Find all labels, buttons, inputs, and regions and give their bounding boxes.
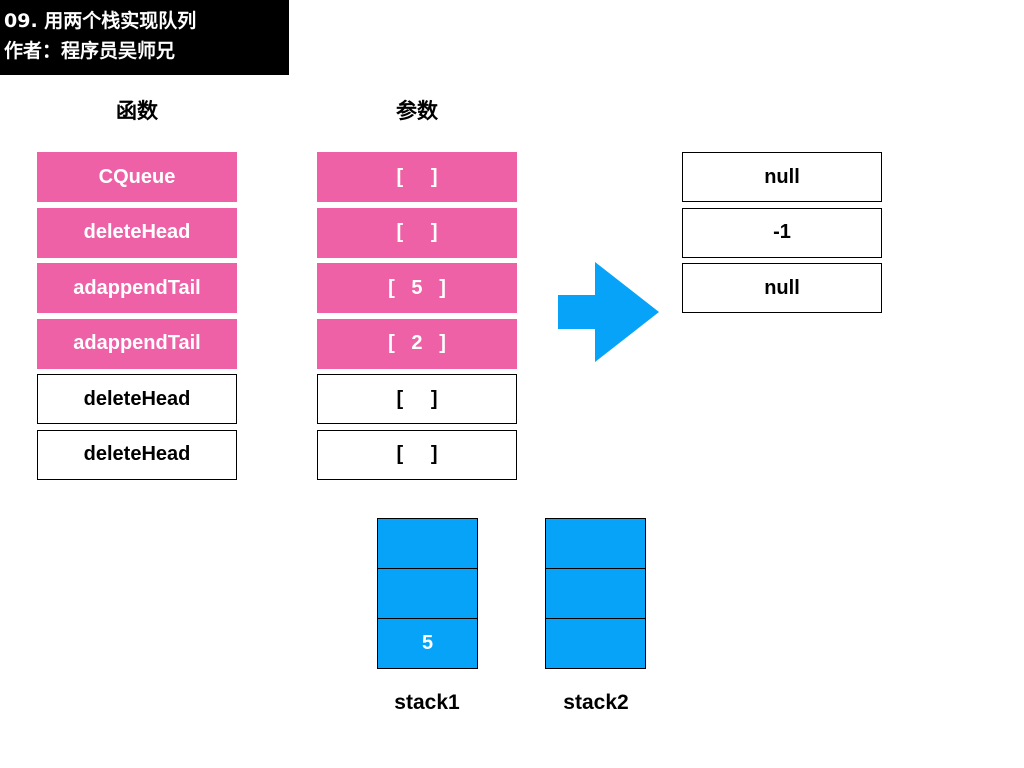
function-cell: deleteHead <box>37 374 237 424</box>
functions-column: CQueue deleteHead adappendTail adappendT… <box>37 152 237 480</box>
param-cell: [ ] <box>317 207 517 258</box>
author-line: 作者：程序员吴师兄 <box>4 40 176 62</box>
arrow-right-icon <box>558 262 659 362</box>
result-cell: -1 <box>682 207 882 258</box>
diagram-title: 09. 用两个栈实现队列 <box>4 10 197 32</box>
function-cell: deleteHead <box>37 207 237 258</box>
params-column: [ ] [ ] [ 5 ] [ 2 ] [ ] [ ] <box>317 152 517 480</box>
stack1-label: stack1 <box>394 691 460 714</box>
param-cell: [ 5 ] <box>317 263 517 313</box>
param-cell: [ ] <box>317 152 517 202</box>
stack-slot <box>377 518 478 569</box>
stack-slot <box>545 518 646 569</box>
param-cell: [ ] <box>317 374 517 424</box>
function-cell: adappendTail <box>37 263 237 313</box>
param-cell: [ ] <box>317 429 517 480</box>
results-column: null -1 null <box>682 152 882 313</box>
stack2-diagram <box>545 518 646 669</box>
stack-slot <box>545 568 646 619</box>
stack-slot <box>377 568 478 619</box>
function-cell: adappendTail <box>37 318 237 369</box>
function-cell: CQueue <box>37 152 237 202</box>
stack2-label: stack2 <box>563 691 629 714</box>
stack-slot: 5 <box>377 618 478 669</box>
stack1-diagram: 5 <box>377 518 478 669</box>
params-heading: 参数 <box>396 99 438 123</box>
stack-slot <box>545 618 646 669</box>
functions-heading: 函数 <box>116 99 158 123</box>
title-box: 09. 用两个栈实现队列 作者：程序员吴师兄 <box>0 0 289 75</box>
param-cell: [ 2 ] <box>317 318 517 369</box>
result-cell: null <box>682 152 882 202</box>
function-cell: deleteHead <box>37 429 237 480</box>
result-cell: null <box>682 263 882 313</box>
